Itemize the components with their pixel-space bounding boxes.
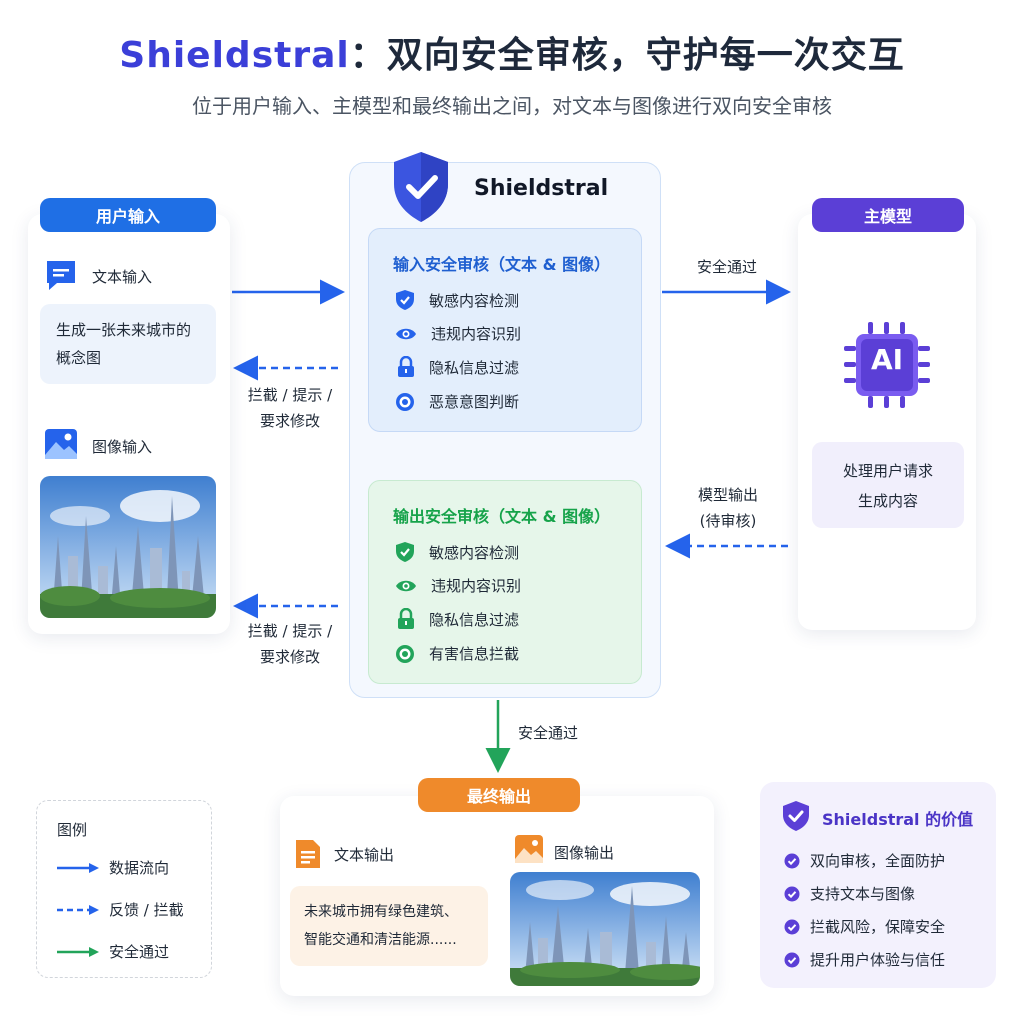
value-item: 提升用户体验与信任 [784, 949, 945, 970]
output-review-item-label: 有害信息拦截 [429, 645, 520, 663]
eye-icon [396, 328, 416, 339]
input-city-image [40, 476, 216, 618]
input-review-item: 敏感内容检测 [395, 289, 519, 311]
output-review-item-label: 违规内容识别 [431, 577, 522, 595]
model-task-line: 处理用户请求 [842, 462, 933, 480]
ai-chip-label: AI [870, 343, 904, 376]
output-review-title: 输出安全审核（文本 & 图像） [393, 507, 611, 526]
shield-icon [396, 290, 414, 310]
shield-check-icon [782, 800, 810, 836]
legend-item: 安全通过 [57, 941, 169, 962]
value-title: Shieldstral 的价值 [822, 810, 974, 829]
value-item-label: 支持文本与图像 [810, 885, 916, 903]
input-review-item: 恶意意图判断 [395, 391, 519, 412]
legend-title: 图例 [57, 821, 88, 839]
eye-icon [396, 580, 416, 591]
output-review-item-label: 敏感内容检测 [429, 543, 520, 562]
image-input-label: 图像输入 [92, 438, 153, 456]
title-rest: ：双向安全审核，守护每一次交互 [349, 35, 905, 76]
value-item-label: 双向审核，全面防护 [810, 852, 946, 870]
edge-label-model-output: 模型输出 (待审核) [680, 482, 776, 534]
input-review-item: 隐私信息过滤 [397, 356, 519, 378]
value-item: 双向审核，全面防护 [784, 850, 945, 871]
check-circle-icon [784, 886, 800, 901]
legend-item: 反馈 / 拦截 [57, 899, 184, 920]
shieldstral-name: Shieldstral [474, 176, 609, 201]
shield-check-icon [390, 150, 452, 228]
output-city-image [510, 872, 700, 986]
input-review-item-label: 违规内容识别 [431, 325, 522, 343]
green-arrow-icon [57, 946, 99, 957]
input-review-item-label: 敏感内容检测 [429, 291, 520, 310]
shield-icon [396, 542, 414, 562]
final-output-pill: 最终输出 [418, 778, 580, 812]
input-review-item-label: 恶意意图判断 [429, 393, 520, 411]
edge-label-pass-output: 安全通过 [517, 724, 578, 742]
ai-chip-icon [842, 320, 932, 414]
check-circle-icon [784, 919, 800, 934]
text-output-line: 未来城市拥有绿色建筑、 [304, 904, 458, 920]
edge-label-pass-model: 安全通过 [696, 258, 757, 276]
output-review-item: 敏感内容检测 [395, 541, 519, 563]
document-icon [294, 838, 322, 874]
input-review-item-label: 隐私信息过滤 [429, 358, 520, 377]
text-output-line: 智能交通和清洁能源...... [304, 932, 457, 948]
value-card: Shieldstral 的价值 双向审核，全面防护 支持文本与图像 拦截风险，保… [760, 782, 996, 988]
value-item-label: 提升用户体验与信任 [810, 951, 946, 969]
solid-arrow-icon [57, 862, 99, 873]
model-task-line: 生成内容 [857, 492, 918, 510]
edge-label-block-input: 拦截 / 提示 / 要求修改 [238, 382, 342, 434]
user-input-pill: 用户输入 [40, 198, 216, 232]
input-review-item: 违规内容识别 [395, 323, 521, 344]
lock-icon [398, 608, 414, 629]
text-input-label: 文本输入 [92, 268, 153, 286]
edge-label-line: 要求修改 [259, 412, 320, 430]
edge-label-line: (待审核) [699, 512, 757, 530]
main-model-card [798, 214, 976, 630]
title-brand: Shieldstral [119, 35, 350, 76]
target-icon [396, 392, 414, 411]
output-review-item-label: 隐私信息过滤 [429, 610, 520, 629]
output-review-box: 输出安全审核（文本 & 图像） 敏感内容检测 违规内容识别 隐私信息过滤 有害信… [368, 480, 642, 684]
edge-label-line: 模型输出 [697, 486, 758, 504]
lock-icon [398, 356, 414, 377]
output-review-item: 违规内容识别 [395, 575, 521, 596]
page-title: Shieldstral：双向安全审核，守护每一次交互 [0, 26, 1024, 78]
legend-item: 数据流向 [57, 857, 169, 878]
legend-item-label: 数据流向 [109, 859, 170, 877]
legend: 图例 数据流向 反馈 / 拦截 安全通过 [36, 800, 212, 978]
dashed-arrow-icon [57, 904, 99, 915]
image-output-icon [514, 834, 544, 868]
legend-item-label: 反馈 / 拦截 [109, 901, 184, 919]
legend-item-label: 安全通过 [109, 943, 170, 961]
input-review-title: 输入安全审核（文本 & 图像） [393, 255, 611, 274]
check-circle-icon [784, 952, 800, 967]
target-icon [396, 644, 414, 663]
output-review-item: 隐私信息过滤 [397, 608, 519, 630]
edge-label-line: 要求修改 [259, 648, 320, 666]
edge-label-line: 拦截 / 提示 / [247, 386, 333, 404]
page-subtitle: 位于用户输入、主模型和最终输出之间，对文本与图像进行双向安全审核 [192, 94, 832, 118]
check-circle-icon [784, 853, 800, 868]
value-item-label: 拦截风险，保障安全 [810, 918, 946, 936]
input-review-box: 输入安全审核（文本 & 图像） 敏感内容检测 违规内容识别 隐私信息过滤 恶意意… [368, 228, 642, 432]
output-review-item: 有害信息拦截 [395, 643, 519, 664]
text-output-content: 未来城市拥有绿色建筑、 智能交通和清洁能源...... [290, 886, 488, 966]
model-task: 处理用户请求 生成内容 [812, 442, 964, 528]
image-icon [44, 428, 78, 464]
image-output-label: 图像输出 [554, 844, 615, 862]
edge-label-block-output: 拦截 / 提示 / 要求修改 [238, 618, 342, 670]
chat-icon [44, 258, 78, 296]
text-input-content: 生成一张未来城市的概念图 [40, 304, 216, 384]
edge-label-line: 拦截 / 提示 / [247, 622, 333, 640]
text-output-label: 文本输出 [334, 846, 395, 864]
main-model-pill: 主模型 [812, 198, 964, 232]
value-item: 拦截风险，保障安全 [784, 916, 945, 937]
value-item: 支持文本与图像 [784, 883, 915, 904]
